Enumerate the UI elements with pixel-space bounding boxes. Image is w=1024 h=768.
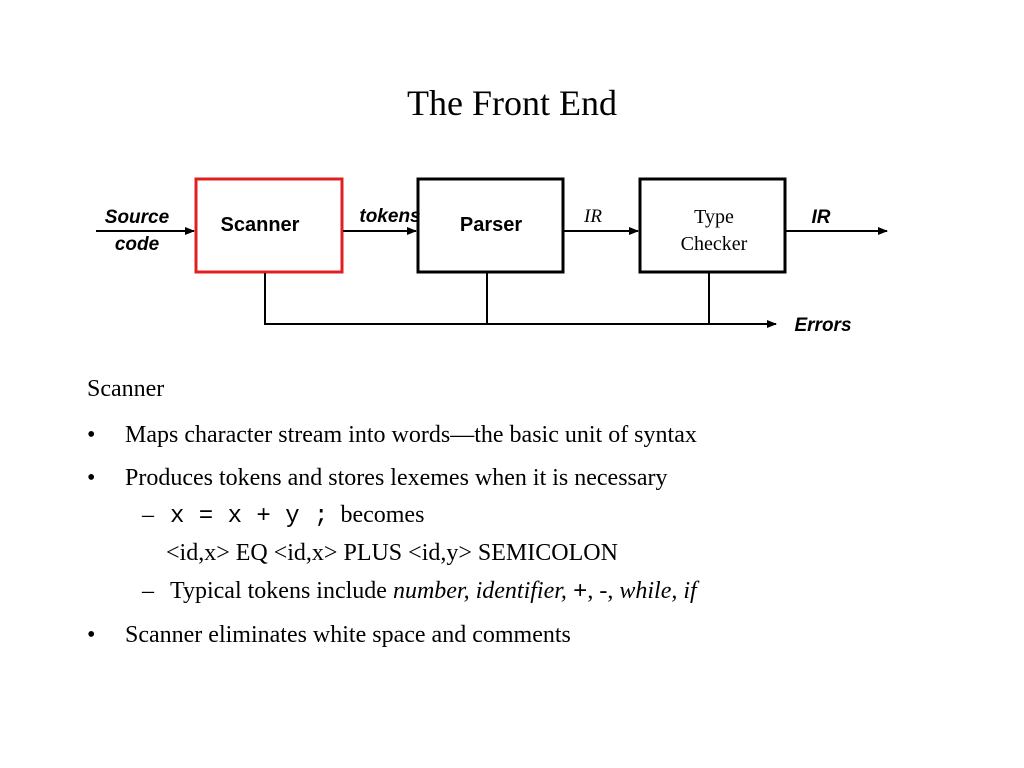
bullet-3: Scanner eliminates white space and comme… [125, 622, 571, 648]
ir-label-2: IR [812, 207, 831, 228]
token-types-a: number, identifier, [392, 578, 573, 604]
slide-title: The Front End [407, 83, 617, 123]
dash-marker: – [142, 578, 154, 604]
sub-bullet-2: Typical tokens include number, identifie… [170, 578, 697, 606]
dash-marker: – [142, 502, 154, 528]
section-heading: Scanner [87, 376, 165, 402]
type-checker-label-line1: Type [694, 206, 734, 228]
token-types-c: while, if [619, 578, 697, 604]
front-end-diagram: Source code Scanner tokens Parser IR Typ… [96, 177, 888, 336]
token-stream-example: <id,x> EQ <id,x> PLUS <id,y> SEMICOLON [166, 540, 618, 566]
scanner-box [194, 177, 344, 274]
bullet-marker: • [87, 465, 96, 491]
parser-box [416, 177, 565, 274]
bullet-1: Maps character stream into words—the bas… [125, 422, 697, 448]
scanner-box-label: Scanner [221, 214, 300, 236]
errors-label: Errors [794, 315, 851, 336]
becomes-text: becomes [340, 502, 425, 528]
sub-bullet-1: x = x + y ; becomes [170, 502, 424, 530]
ir-label-1: IR [583, 206, 602, 227]
type-checker-box [638, 177, 787, 274]
token-types-b: , -, [587, 578, 620, 604]
sub-bullet-2-prefix: Typical tokens include [170, 578, 393, 604]
bullet-2: Produces tokens and stores lexemes when … [125, 465, 668, 491]
source-code-label: Source [105, 207, 170, 228]
source-code-label-line2: code [115, 234, 160, 255]
type-checker-label-line2: Checker [681, 233, 748, 255]
plus-token: + [572, 579, 588, 606]
code-example: x = x + y ; [170, 503, 329, 530]
bullet-marker: • [87, 422, 96, 448]
bullet-marker: • [87, 622, 96, 648]
parser-box-label: Parser [460, 214, 522, 236]
tokens-label: tokens [359, 206, 420, 227]
